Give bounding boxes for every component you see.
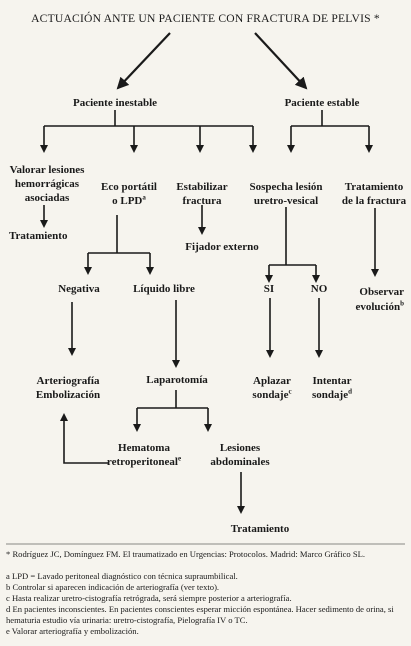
title-footnote-mark: * <box>373 12 380 25</box>
node-tratamiento-fractura: Tratamiento de la fractura <box>342 180 406 208</box>
sospecha-line-1: Sospecha lesión <box>249 181 323 193</box>
node-tratamiento-2: Tratamiento <box>230 523 290 535</box>
diagram-title: ACTUACIÓN ANTE UN PACIENTE CON FRACTURA … <box>0 12 411 25</box>
trat-fract-line-2: de la fractura <box>341 195 407 207</box>
node-paciente-estable: Paciente estable <box>284 97 360 109</box>
aplazar-footnote-mark: c <box>288 387 292 396</box>
aplazar-line-2: sondajec <box>252 388 291 402</box>
hematoma-footnote-mark: e <box>177 454 182 463</box>
footnote-a: a LPD = Lavado peritoneal diagnóstico co… <box>6 571 238 581</box>
trat-fract-line-1: Tratamiento <box>344 181 404 193</box>
node-intentar-sondaje: Intentar sondajed <box>312 374 352 402</box>
arrow-title-to-inestable <box>116 32 171 90</box>
estabilizar-line-1: Estabilizar <box>176 181 228 193</box>
node-arteriografia: Arteriografía Embolización <box>36 374 100 402</box>
valorar-line-3: asociadas <box>24 192 70 204</box>
intentar-line-1: Intentar <box>312 375 352 387</box>
node-laparotomia: Laparotomía <box>146 374 208 386</box>
lesiones-line-2: abdominales <box>210 456 270 468</box>
node-valorar-lesiones: Valorar lesiones hemorrágicas asociadas <box>10 163 85 205</box>
footnote-d: d En pacientes inconscientes. En pacient… <box>6 604 394 625</box>
eco-line-2: o LPDa <box>101 194 157 208</box>
node-negativa: Negativa <box>58 283 100 295</box>
valorar-line-2: hemorrágicas <box>14 178 80 190</box>
arterio-line-2: Embolización <box>35 389 101 401</box>
node-aplazar-sondaje: Aplazar sondajec <box>252 374 291 402</box>
eco-line-1: Eco portátil <box>101 181 157 193</box>
node-tratamiento-1: Tratamiento <box>9 230 68 242</box>
node-hematoma-retroperitoneal: Hematoma retroperitoneale <box>107 441 181 469</box>
hematoma-line-2-text: retroperitoneal <box>106 456 178 468</box>
footnote-c: c Hasta realizar uretro-cistografía retr… <box>6 593 292 603</box>
eco-footnote-mark: a <box>142 193 146 202</box>
footnote-e: e Valorar arteriografía y embolización. <box>6 626 139 636</box>
node-fijador-externo: Fijador externo <box>185 241 259 253</box>
aplazar-line-2-text: sondaje <box>252 389 289 401</box>
node-paciente-inestable: Paciente inestable <box>72 97 158 109</box>
aplazar-line-1: Aplazar <box>253 375 291 387</box>
lesiones-line-1: Lesiones <box>219 442 261 454</box>
footnote-ref: * Rodríguez JC, Domínguez FM. El traumat… <box>6 549 366 559</box>
arrow-hematoma-to-arterio <box>60 413 108 464</box>
node-lesiones-abdominales: Lesiones abdominales <box>210 441 269 469</box>
observar-line-1: Observar <box>359 286 404 298</box>
estabilizar-line-2: fractura <box>182 195 222 207</box>
hematoma-line-2: retroperitoneale <box>107 455 181 469</box>
eco-line-2-text: o LPD <box>112 195 143 207</box>
arterio-line-1: Arteriografía <box>36 375 100 387</box>
intentar-line-2: sondajed <box>312 388 352 402</box>
observar-line-2: evoluciónb <box>340 300 404 315</box>
node-si: SI <box>263 283 275 295</box>
intentar-footnote-mark: d <box>348 387 352 396</box>
node-eco-portatil: Eco portátil o LPDa <box>101 180 157 208</box>
hematoma-line-1: Hematoma <box>118 442 170 454</box>
node-sospecha-lesion: Sospecha lesión uretro-vesical <box>249 180 322 208</box>
valorar-line-1: Valorar lesiones <box>9 164 85 176</box>
arrow-title-to-estable <box>254 32 308 90</box>
node-estabilizar-fractura: Estabilizar fractura <box>176 180 227 208</box>
observar-footnote-mark: b <box>400 299 404 308</box>
intentar-line-2-text: sondaje <box>312 389 349 401</box>
node-observar-evolucion: Observar evoluciónb <box>340 285 404 315</box>
diagram-title-text: ACTUACIÓN ANTE UN PACIENTE CON FRACTURA … <box>31 12 371 25</box>
node-no: NO <box>310 283 328 295</box>
footnote-b: b Controlar si aparecen indicación de ar… <box>6 582 220 592</box>
node-liquido-libre: Líquido libre <box>133 283 195 295</box>
observar-line-2-text: evolución <box>355 301 401 313</box>
sospecha-line-2: uretro-vesical <box>253 195 319 207</box>
